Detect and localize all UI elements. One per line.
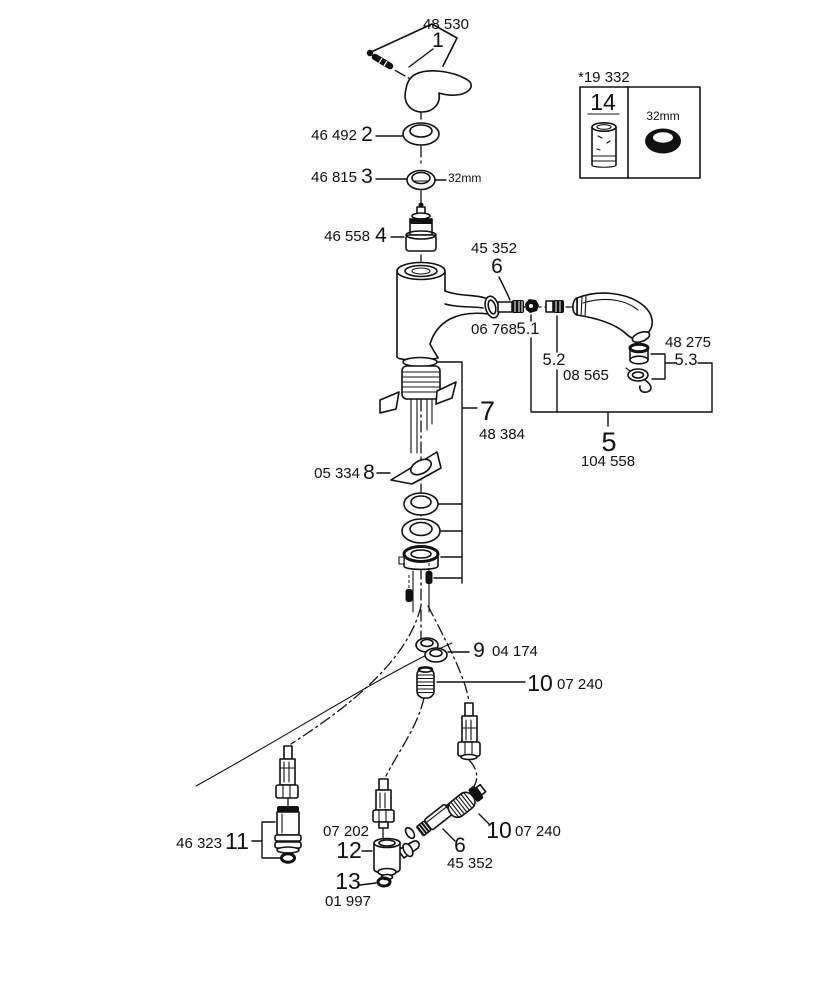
part-code-5-3: 48 275 <box>665 334 711 351</box>
callout-1: 1 <box>432 29 444 52</box>
o-ring-6-lower-drawing <box>404 826 416 840</box>
service-box-size: 32mm <box>646 109 679 123</box>
service-kit-box <box>579 86 701 179</box>
check-valve-11-drawing <box>274 806 302 864</box>
part-code-4: 46 558 <box>324 228 370 245</box>
labels: 48 530 1 46 492 2 46 815 3 32mm 46 558 4… <box>176 16 711 910</box>
handle-cap-drawing <box>402 122 440 146</box>
part-code-5-2: 08 565 <box>563 367 609 384</box>
part-code-6-spout: 45 352 <box>471 240 517 257</box>
weight-10-lower-drawing <box>447 783 487 819</box>
hose-end-left-drawing <box>275 745 299 799</box>
wedge-8-drawing <box>390 451 442 485</box>
spray-head-drawing <box>572 292 653 344</box>
callout-6-spout: 6 <box>491 255 503 278</box>
callout-2: 2 <box>361 123 373 146</box>
part-code-1: 48 530 <box>423 16 469 33</box>
handle-assembly-drawing <box>366 23 472 113</box>
size-note-3: 32mm <box>448 171 481 185</box>
callout-6-lower: 6 <box>454 834 466 857</box>
part-code-12: 07 202 <box>323 823 369 840</box>
callout-13: 13 <box>335 868 361 894</box>
callout-9: 9 <box>473 639 485 662</box>
shank-drawing <box>379 356 457 454</box>
o-ring-13-drawing <box>376 876 392 888</box>
part-code-2: 46 492 <box>311 127 357 144</box>
callout-10-upper: 10 <box>527 670 553 696</box>
part-code-13: 01 997 <box>325 893 371 910</box>
escutcheon-ring-drawing <box>406 169 436 191</box>
weight-10-upper-drawing <box>416 666 435 699</box>
faucet-body-drawing <box>396 261 524 361</box>
callout-8: 8 <box>363 461 375 484</box>
callout-5-2: 5.2 <box>543 351 566 369</box>
coupler-5-2-drawing <box>545 300 564 313</box>
callout-14: 14 <box>590 89 616 115</box>
washers-clamp-drawing <box>398 492 441 613</box>
part-code-11: 46 323 <box>176 835 222 852</box>
callout-5-3: 5.3 <box>675 351 698 369</box>
coupler-5-1-drawing <box>525 299 539 313</box>
callout-5-1: 5.1 <box>517 320 540 338</box>
callout-4: 4 <box>375 224 387 247</box>
callout-7: 7 <box>480 396 495 426</box>
part-code-6-lower: 45 352 <box>447 855 493 872</box>
diverter-12-drawing <box>373 837 420 881</box>
part-code-10-lower: 07 240 <box>515 823 561 840</box>
callout-11: 11 <box>225 828 249 854</box>
part-code-9: 04 174 <box>492 643 538 660</box>
part-code-5-1: 06 768 <box>471 321 517 338</box>
leader-lines <box>251 48 713 886</box>
cartridge-drawing <box>405 202 437 252</box>
callout-5: 5 <box>601 427 616 457</box>
service-box-ref: *19 332 <box>578 69 630 86</box>
callout-12: 12 <box>336 837 362 863</box>
callout-3: 3 <box>361 165 373 188</box>
part-code-5: 104 558 <box>581 453 635 470</box>
part-code-3: 46 815 <box>311 169 357 186</box>
clip-5-3-drawing <box>625 367 652 393</box>
part-code-10-upper: 07 240 <box>557 676 603 693</box>
washer-pair-9-drawing <box>415 637 448 663</box>
hose-end-right-drawing <box>457 702 481 761</box>
callout-10-lower: 10 <box>486 817 512 843</box>
hose-end-middle-drawing <box>372 778 395 829</box>
part-code-8: 05 334 <box>314 465 360 482</box>
part-code-7: 48 384 <box>479 426 525 443</box>
retainer-5-3-drawing <box>628 342 650 365</box>
